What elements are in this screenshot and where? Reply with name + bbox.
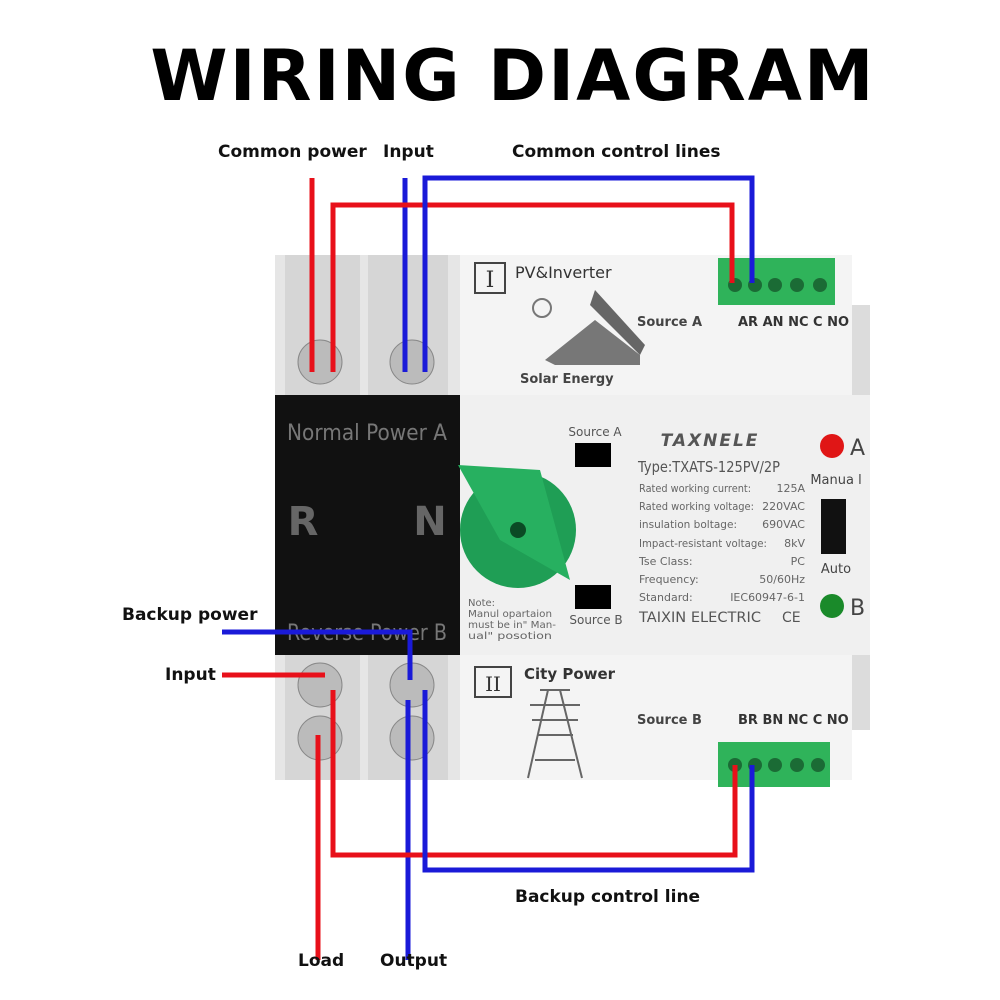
device-manual: Manua l bbox=[810, 473, 861, 488]
device-note-3: ual" posotion bbox=[468, 631, 552, 642]
device-specs-0-v: 125A bbox=[776, 482, 805, 495]
device-pole-r: R bbox=[288, 499, 319, 545]
backup-control-red bbox=[330, 690, 738, 858]
label-backup-power: Backup power bbox=[122, 605, 258, 625]
device-specs-6-v: IEC60947-6-1 bbox=[730, 591, 805, 604]
brand-logo: TAXNELE bbox=[661, 431, 760, 451]
led-a-indicator bbox=[820, 434, 844, 458]
label-common-control-lines: Common control lines bbox=[512, 142, 720, 162]
device-specs-3-v: 8kV bbox=[784, 537, 805, 550]
device-specs-1-k: Rated working voltage: bbox=[639, 500, 754, 513]
label-backup-control-line: Backup control line bbox=[515, 887, 700, 907]
label-input-top: Input bbox=[383, 142, 434, 162]
mode-switch bbox=[821, 499, 846, 554]
power-tower-icon bbox=[527, 689, 583, 779]
ats-device: Normal Power A R N Reverse Power B I PV&… bbox=[275, 255, 870, 787]
device-maker: TAIXIN ELECTRIC bbox=[638, 610, 761, 626]
device-specs-2-k: insulation boltage: bbox=[639, 518, 737, 531]
device-solar-energy: Solar Energy bbox=[520, 372, 614, 387]
device-source-i-name: PV&Inverter bbox=[515, 263, 612, 282]
solar-house-icon bbox=[532, 290, 645, 365]
common-control-red bbox=[330, 202, 735, 372]
device-note-0: Note: bbox=[468, 598, 495, 609]
device-specs-5-k: Frequency: bbox=[639, 573, 699, 586]
device-source-ii-name: City Power bbox=[524, 665, 616, 683]
device-note-1: Manul opartaion bbox=[468, 609, 552, 620]
common-control-blue bbox=[422, 175, 755, 372]
label-common-power: Common power bbox=[218, 142, 367, 162]
device-source-i-numeral: I bbox=[486, 268, 495, 293]
label-output: Output bbox=[380, 951, 447, 971]
device-source-ii-numeral: II bbox=[485, 672, 501, 696]
terminal-block-a bbox=[718, 258, 835, 305]
wires bbox=[222, 175, 755, 960]
label-load: Load bbox=[298, 951, 344, 971]
device-led-b: B bbox=[850, 596, 865, 621]
device-auto: Auto bbox=[821, 562, 851, 577]
device-specs-4-k: Tse Class: bbox=[638, 555, 693, 568]
device-specs-4-v: PC bbox=[791, 555, 806, 568]
device-terminals-a: AR AN NC C NO bbox=[738, 315, 849, 330]
device-switch-source-b: Source B bbox=[569, 613, 622, 627]
device-specs-3-k: Impact-resistant voltage: bbox=[639, 537, 767, 550]
rotary-handle bbox=[458, 465, 576, 588]
device-normal-power: Normal Power A bbox=[287, 421, 447, 446]
device-note-2: must be in" Man- bbox=[468, 620, 556, 631]
device-terminals-b: BR BN NC C NO bbox=[738, 713, 849, 728]
device-source-b: Source B bbox=[637, 713, 702, 728]
device-specs-0-k: Rated working current: bbox=[639, 482, 751, 495]
device-type: Type:TXATS-125PV/2P bbox=[637, 458, 780, 476]
device-ce: CE bbox=[782, 610, 801, 626]
device-specs-1-v: 220VAC bbox=[762, 500, 805, 513]
device-specs-5-v: 50/60Hz bbox=[759, 573, 805, 586]
device-switch-source-a: Source A bbox=[568, 425, 622, 439]
backup-power-wire bbox=[222, 629, 413, 680]
led-b-indicator bbox=[820, 594, 844, 618]
device-led-a: A bbox=[850, 436, 865, 461]
label-input-bottom: Input bbox=[165, 665, 216, 685]
device-specs-2-v: 690VAC bbox=[762, 518, 805, 531]
breaker-front-black bbox=[275, 395, 460, 655]
device-source-a: Source A bbox=[637, 315, 702, 330]
device-specs-6-k: Standard: bbox=[639, 591, 693, 604]
diagram-title: WIRING DIAGRAM bbox=[150, 35, 875, 117]
spec-list: Rated working current: 125A Rated working… bbox=[638, 482, 805, 604]
backup-control-blue bbox=[422, 690, 755, 873]
device-pole-n: N bbox=[413, 499, 446, 545]
